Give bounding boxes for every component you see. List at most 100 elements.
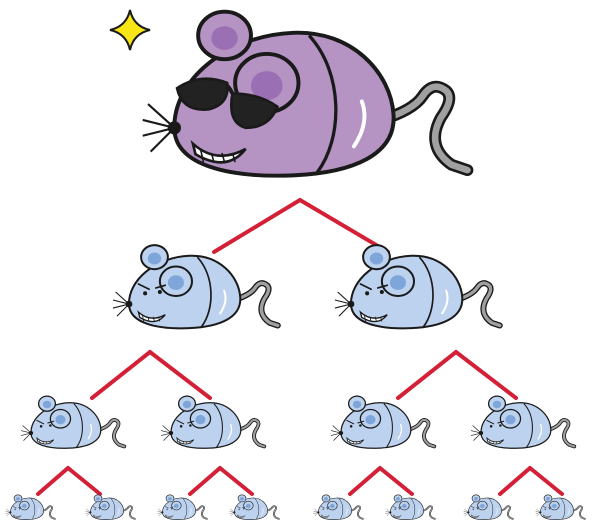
body-shine [567,508,570,516]
whisker-3 [464,512,469,517]
tail [39,505,56,520]
whisker-0 [464,508,469,513]
eye-left [349,425,353,428]
eye-right [477,508,479,510]
eye-left [322,508,324,510]
mouse-node-14 [535,494,586,520]
back-ear-inner [211,26,238,50]
tree-nodes [5,9,586,520]
tooth-line-0 [179,440,181,445]
grin [320,514,330,518]
whisker-0 [386,508,391,513]
whisker-1 [470,430,482,434]
body-seam [73,403,83,448]
whisker-3 [333,432,342,441]
tail [119,505,136,520]
whisker-1 [20,430,32,434]
body-seam [488,498,494,520]
eye-right [499,424,502,427]
whisker-3 [386,512,391,517]
brow-right [47,420,55,424]
brow-right [398,506,402,508]
body-shine [537,424,543,440]
brow-left [92,506,97,509]
tooth-line-1 [182,440,184,445]
brow-right [155,284,167,289]
tooth-line-3 [49,440,51,445]
body-seam [410,498,416,520]
connector-1 [298,198,390,254]
body-shine [37,508,40,516]
mouse-node-12 [385,494,436,520]
connector-2 [90,350,152,400]
tooth-line-1 [352,440,354,445]
brow-left [542,506,547,509]
eye-left [394,508,396,510]
whisker-3 [116,303,130,317]
whisker-2 [334,303,352,309]
mouse-node-9 [157,494,208,520]
whisker-0 [115,291,130,305]
tooth-line-0 [489,440,491,445]
sparkle-icon [109,9,151,51]
front-ear-inner [246,503,251,509]
whisker-1 [157,511,163,513]
tail [449,281,502,328]
tooth-line-1 [210,152,215,163]
front-ear-inner [365,414,376,425]
eye-left [39,425,43,428]
eye-right [379,289,384,294]
tooth-line-3 [231,152,236,163]
body-seam [30,498,36,520]
tooth-line-0 [349,440,351,445]
grin [36,436,55,445]
body-shine [397,424,403,440]
back-ear-inner [42,400,52,409]
tooth-line-2 [45,440,48,445]
whisker-2 [85,512,91,514]
brow-right [242,506,246,508]
body-seam [523,403,533,448]
eye-left [365,291,370,296]
eye-left [544,508,546,510]
brow-right [497,420,505,424]
connector-8 [188,466,222,496]
whisker-0 [314,508,319,513]
mouse-node-4 [160,395,267,449]
whisker-3 [23,432,32,441]
eye-right [157,289,162,294]
whisker-0 [6,508,11,513]
whisker-3 [230,512,235,517]
body-shine [495,508,498,516]
tooth-line-0 [200,150,205,163]
back-ear-inner [324,497,328,501]
back-ear-inner [147,252,162,265]
whisker-3 [163,432,172,441]
grin [346,436,365,445]
connector-9 [218,466,254,496]
tail [402,418,436,448]
front-ear-inner [480,503,485,509]
grin [486,436,505,445]
grin [392,514,402,518]
tooth-line-3 [499,440,501,445]
connector-12 [498,466,532,496]
back-ear-inner [474,497,478,501]
brow-right [326,506,330,508]
whisker-1 [334,299,352,305]
whisker-0 [22,425,32,434]
tooth-line-1 [147,316,150,322]
body-seam [560,498,566,520]
sunglasses-right-lens [230,92,279,130]
whisker-1 [229,511,235,513]
eye-right [49,424,52,427]
tail [347,505,364,520]
body-seam [338,498,344,520]
back-ear-inner [15,497,20,501]
whisker-2 [463,512,469,514]
whisker-2 [313,512,319,514]
whisker-1 [330,430,342,434]
whisker-1 [85,511,91,513]
whisker-3 [314,512,319,517]
